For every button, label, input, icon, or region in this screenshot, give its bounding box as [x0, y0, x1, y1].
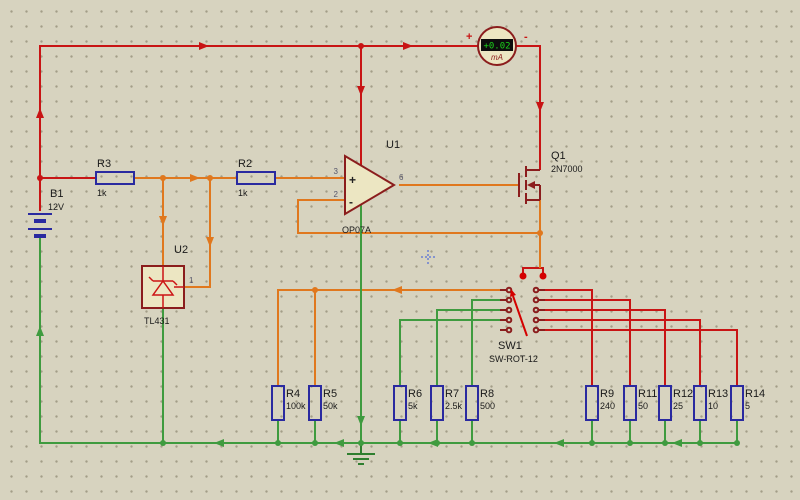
resistor-r14[interactable] — [730, 385, 744, 421]
resistor-r13[interactable] — [693, 385, 707, 421]
u2-pin1-label: 1 — [189, 276, 194, 285]
resistor-r8[interactable] — [465, 385, 479, 421]
opamp-ref-label: U1 — [386, 139, 400, 151]
red-wires[interactable] — [39, 45, 738, 386]
r4-value-label: 100k — [286, 401, 306, 411]
resistor-r3[interactable] — [95, 171, 135, 185]
shunt-regulator-u2[interactable] — [141, 265, 185, 309]
ammeter-plus-label: + — [466, 31, 472, 43]
opamp-minus-sign: - — [349, 195, 353, 209]
u2-ref-label: U2 — [174, 244, 188, 256]
r11-value-label: 50 — [638, 401, 648, 411]
sw1-ref-label: SW1 — [498, 340, 522, 352]
ammeter-minus-label: - — [524, 31, 528, 43]
r9-ref-label: R9 — [600, 388, 614, 400]
opamp-pin3-label: 3 — [334, 167, 339, 176]
r3-ref-label: R3 — [97, 158, 111, 170]
r13-ref-label: R13 — [708, 388, 728, 400]
origin-marker — [421, 250, 435, 264]
rotor-arm — [512, 295, 528, 337]
mosfet-ref-label: Q1 — [551, 150, 566, 162]
r4-ref-label: R4 — [286, 388, 300, 400]
r7-value-label: 2.5k — [445, 401, 463, 411]
ammeter[interactable]: +0.02 mA — [477, 26, 517, 66]
r7-ref-label: R7 — [445, 388, 459, 400]
r8-ref-label: R8 — [480, 388, 494, 400]
opamp-pin6-label: 6 — [399, 173, 404, 182]
opamp-pin2-label: 2 — [334, 190, 339, 199]
resistor-r6[interactable] — [393, 385, 407, 421]
rotor-arrow — [510, 289, 516, 297]
battery-b1[interactable] — [28, 213, 52, 238]
r8-value-label: 500 — [480, 401, 495, 411]
pole-dot-right — [539, 272, 547, 280]
r12-ref-label: R12 — [673, 388, 693, 400]
rotary-switch-sw1[interactable] — [500, 272, 547, 337]
r14-ref-label: R14 — [745, 388, 765, 400]
r6-ref-label: R6 — [408, 388, 422, 400]
ammeter-unit-label: mA — [491, 53, 503, 62]
r2-value-label: 1k — [238, 188, 248, 198]
resistor-r11[interactable] — [623, 385, 637, 421]
pole-dot-left — [519, 272, 527, 280]
r5-value-label: 50k — [323, 401, 338, 411]
r3-value-label: 1k — [97, 188, 107, 198]
u2-value-label: TL431 — [144, 316, 170, 326]
r2-ref-label: R2 — [238, 158, 252, 170]
current-arrows — [36, 42, 682, 447]
resistor-r4[interactable] — [271, 385, 285, 421]
ground-symbol[interactable] — [347, 443, 375, 465]
green-wires[interactable] — [39, 205, 738, 444]
resistor-r9[interactable] — [585, 385, 599, 421]
r12-value-label: 25 — [673, 401, 683, 411]
resistor-r7[interactable] — [430, 385, 444, 421]
r11-ref-label: R11 — [638, 388, 657, 400]
battery-ref-label: B1 — [50, 188, 63, 200]
r6-value-label: 5k — [408, 401, 418, 411]
mosfet-q1[interactable] — [518, 166, 541, 204]
ammeter-display — [481, 39, 513, 51]
mosfet-arrow — [527, 181, 535, 189]
resistor-r5[interactable] — [308, 385, 322, 421]
mosfet-value-label: 2N7000 — [551, 164, 583, 174]
opamp-plus-sign: + — [349, 173, 356, 187]
resistor-r12[interactable] — [658, 385, 672, 421]
r5-ref-label: R5 — [323, 388, 337, 400]
battery-value-label: 12V — [48, 202, 64, 212]
sw1-value-label: SW-ROT-12 — [489, 354, 538, 364]
ammeter-reading: +0.02 — [483, 42, 510, 52]
r13-value-label: 10 — [708, 401, 718, 411]
r14-value-label: 5 — [745, 401, 750, 411]
orange-wires[interactable] — [134, 177, 541, 386]
r9-value-label: 240 — [600, 401, 615, 411]
resistor-r2[interactable] — [236, 171, 276, 185]
opamp-u1[interactable]: + - — [344, 154, 396, 216]
opamp-value-label: OP07A — [342, 225, 371, 235]
